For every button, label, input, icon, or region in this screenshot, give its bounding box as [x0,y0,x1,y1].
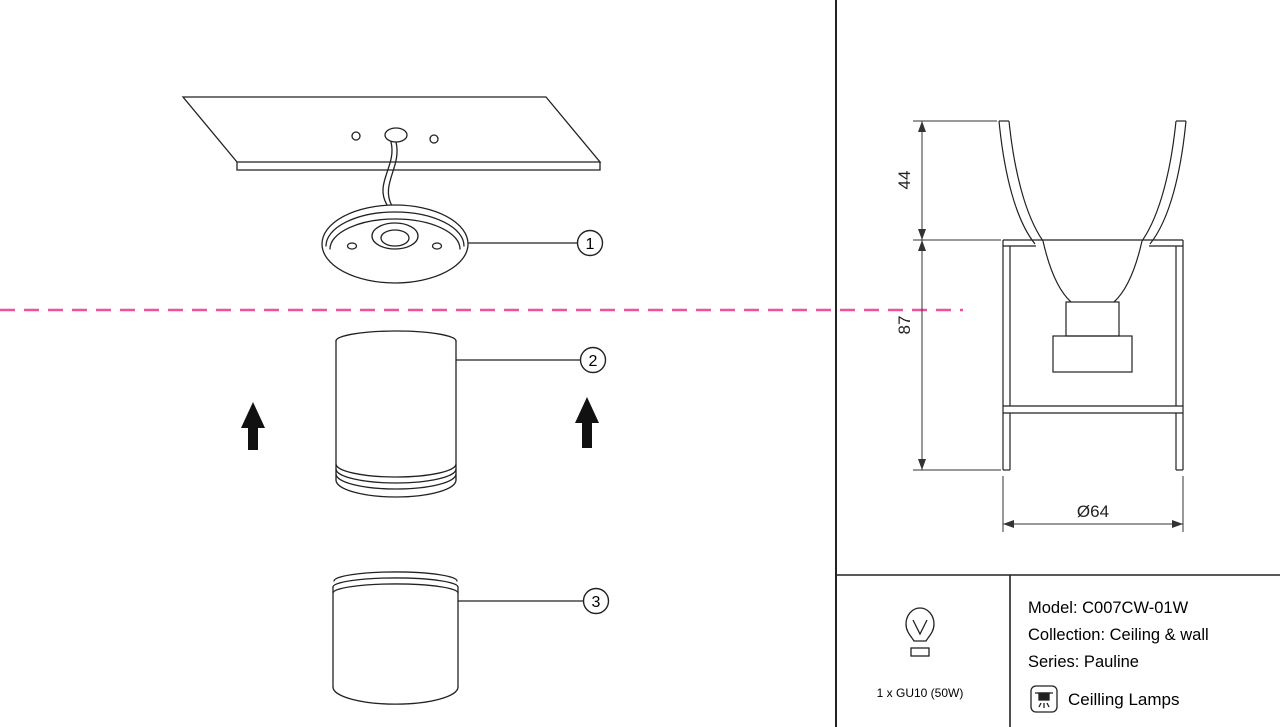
dimension-diameter: Ø64 [1077,502,1109,521]
callout-circle-1 [576,229,604,257]
callout-number-1: 1 [586,236,595,253]
callout-1: 1 [468,229,604,257]
product-category: Ceilling Lamps [1068,690,1180,709]
product-series: Series: Pauline [1028,653,1139,671]
diffuser-ring [332,571,459,705]
bulb-icon [905,607,935,657]
panel-hole-right [429,134,439,144]
ceiling-panel [181,96,602,171]
plate-screw-hole-left [346,242,358,250]
callout-3: 3 [457,587,610,615]
product-info: Model: C007CW-01W Collection: Ceiling & … [1028,595,1209,676]
product-model: Model: C007CW-01W [1028,599,1189,617]
callout-number-2: 2 [589,353,598,370]
dimension-annotations: 44 87 Ø64 [895,120,1184,532]
callout-circle-3 [582,587,610,615]
up-arrow-icon-right [575,397,599,448]
product-collection: Collection: Ceiling & wall [1028,626,1209,644]
up-arrow-icon-left [241,402,265,450]
callout-number-3: 3 [592,594,601,611]
dimension-body-height: 87 [895,316,914,335]
lamp-body [335,330,457,498]
plate-screw-hole-right [431,242,443,250]
technical-drawing [998,120,1187,471]
callout-circle-2 [579,346,607,374]
callout-2: 2 [455,346,607,374]
ceiling-lamp-icon [1030,685,1058,713]
panel-dividers [835,0,1280,727]
installation-diagram: 1 2 3 [181,96,610,705]
panel-hole-left [351,131,361,141]
mounting-plate [321,204,469,284]
power-wire [382,141,398,207]
dimension-upper-height: 44 [895,171,914,190]
bulb-spec: 1 x GU10 (50W) [876,686,964,700]
